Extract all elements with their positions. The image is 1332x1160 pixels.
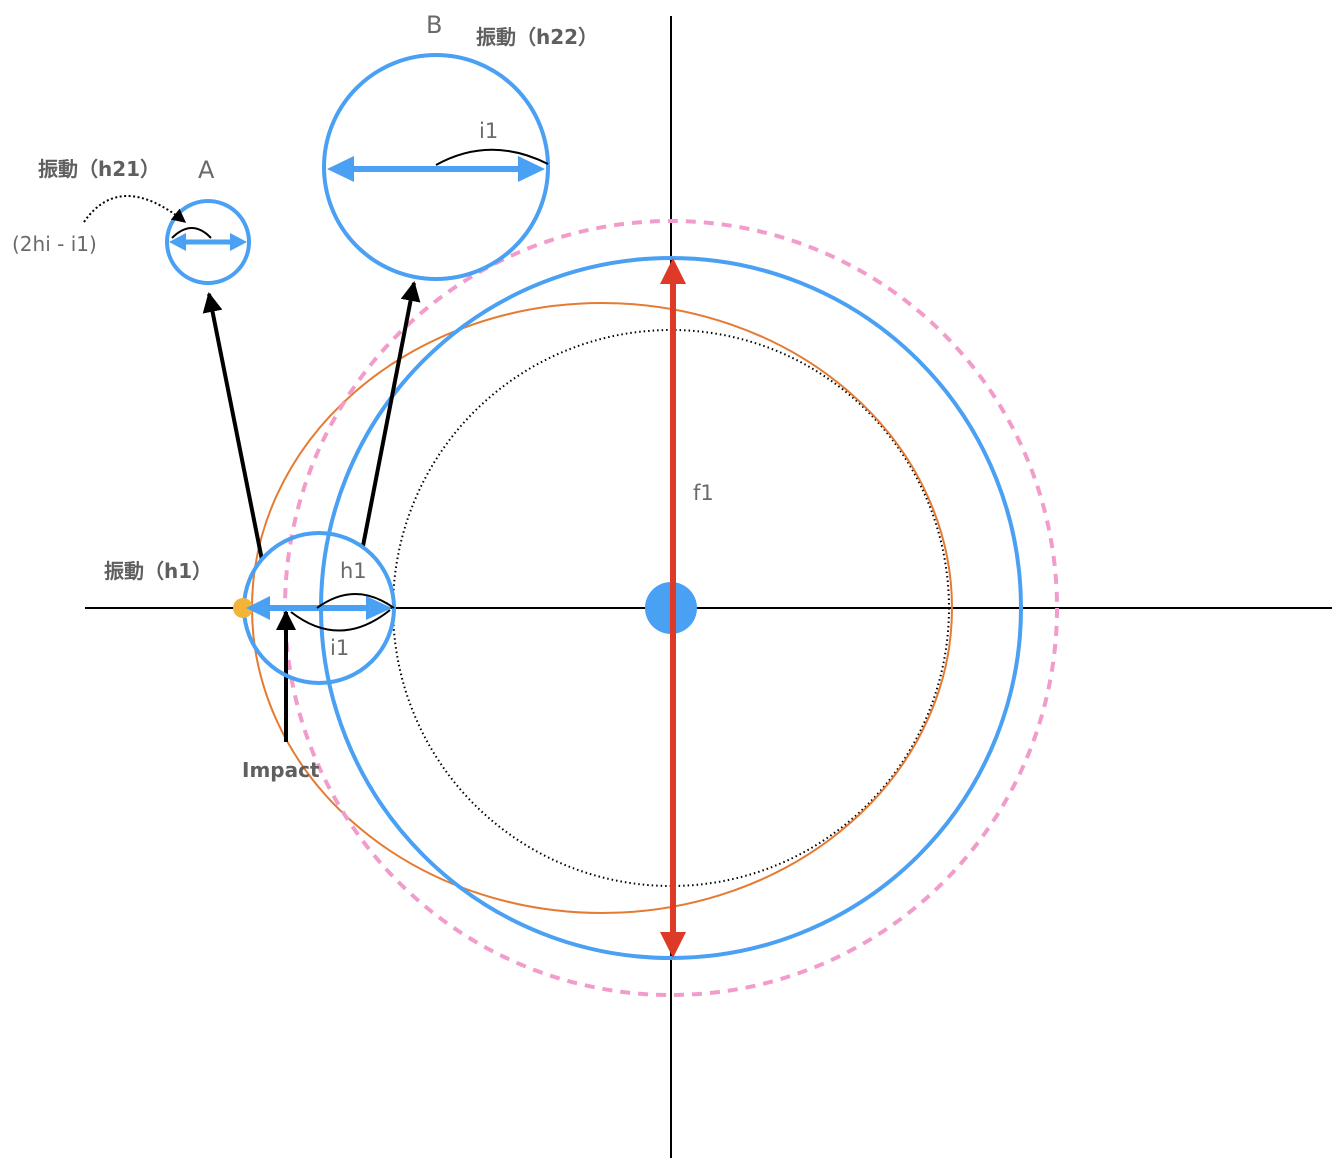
a-double-arrow (169, 233, 247, 251)
impact-label: Impact (242, 758, 320, 782)
point-a-label: A (198, 156, 215, 184)
f1-label: f1 (693, 481, 714, 505)
vibration-h21-label: 振動（h21） (38, 157, 160, 181)
f1-arrow (660, 258, 686, 958)
i1-arc (290, 609, 391, 632)
formula-pointer (83, 195, 187, 223)
vibration-h1-label: 振動（h1） (104, 559, 212, 583)
circle-b (322, 53, 550, 281)
impact-point-dot (233, 598, 253, 618)
i1-top-label: i1 (479, 119, 498, 143)
a-arc (171, 227, 212, 239)
h1-label: h1 (340, 559, 367, 583)
b-arc (435, 148, 549, 166)
i1-bottom-label: i1 (330, 636, 349, 660)
point-b-label: B (426, 11, 442, 39)
arrow-to-b (361, 281, 421, 547)
h1-double-arrow (246, 596, 392, 620)
b-double-arrow (327, 156, 545, 182)
h1-arc (316, 593, 395, 609)
arrow-to-a (202, 292, 264, 561)
circle-a (165, 199, 251, 285)
formula-label: (2hi - i1) (12, 232, 97, 256)
vibration-h22-label: 振動（h22） (476, 25, 598, 49)
